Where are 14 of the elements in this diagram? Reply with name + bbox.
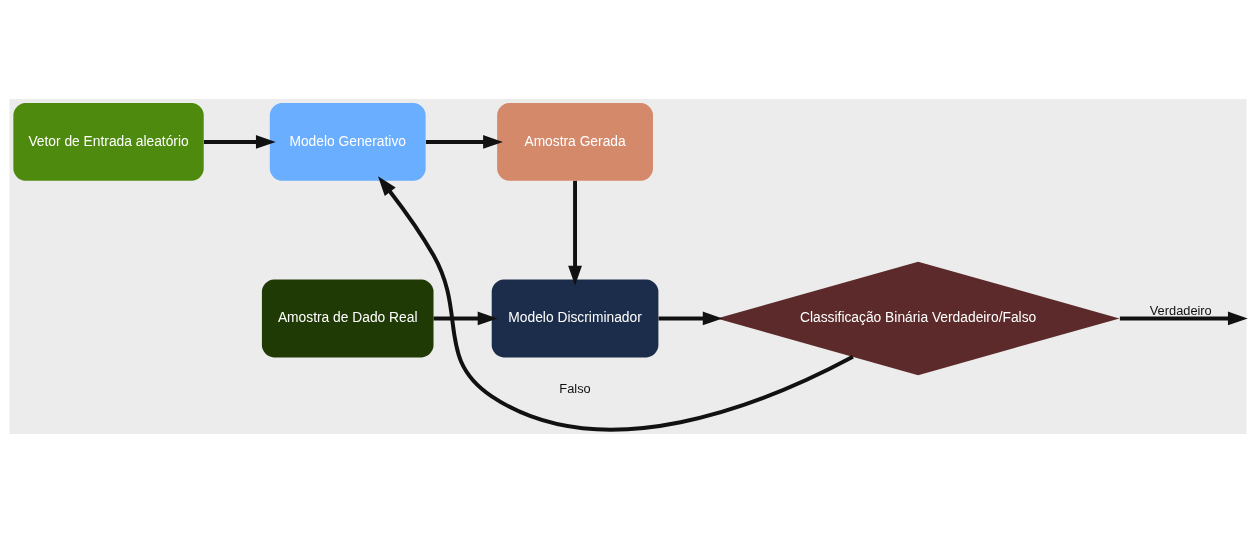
node-box: Modelo Generativo [269,102,426,181]
arrow [658,311,723,326]
node-box: Vetor de Entrada aleatório [13,102,204,181]
arrow [203,134,276,149]
edge-label: Falso [559,380,591,396]
node-box: Amostra de Dado Real [261,279,434,358]
arrow [568,180,582,286]
arrow [1119,311,1248,326]
arrow [378,176,854,432]
node-box: Modelo Discriminador [491,279,659,358]
arrow [425,134,503,149]
node-box: Amostra Gerada [497,102,653,181]
edge-label: Verdadeiro [1149,302,1212,318]
arrow [433,311,498,326]
